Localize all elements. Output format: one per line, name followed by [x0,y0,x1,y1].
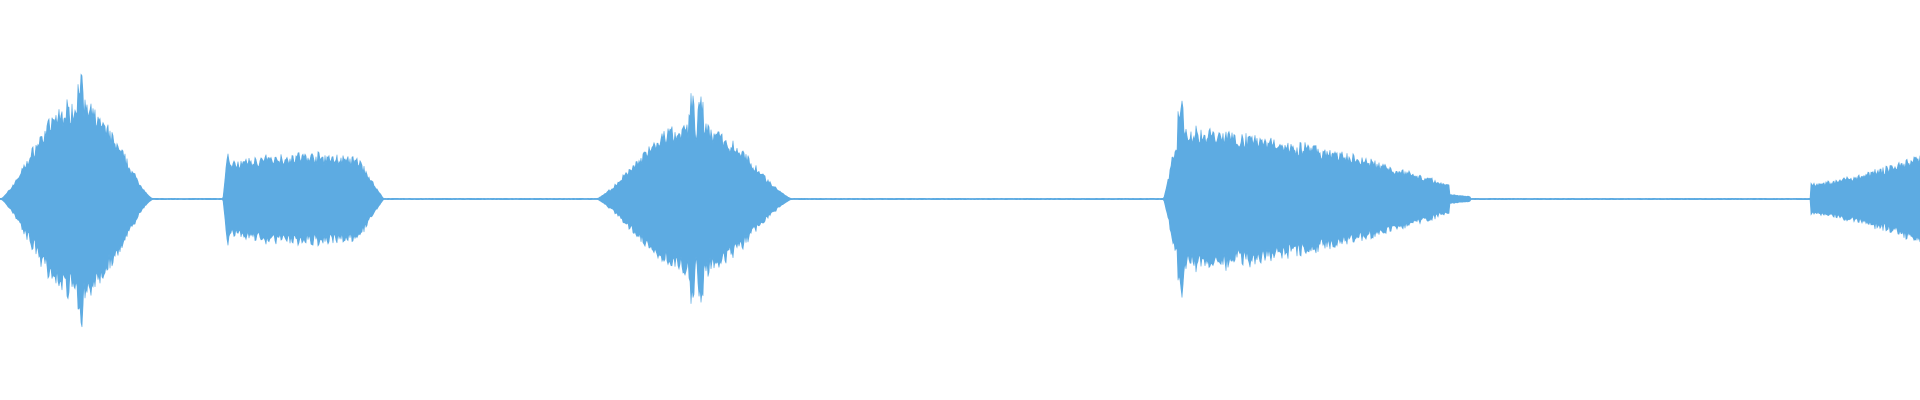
waveform-envelope [0,73,1920,328]
